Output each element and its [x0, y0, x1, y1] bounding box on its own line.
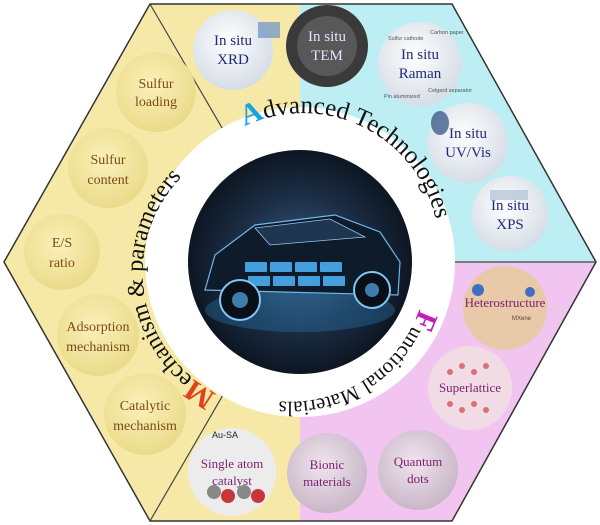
hexagon-outline [3, 3, 597, 522]
tech-label-line1: In situ [401, 47, 439, 63]
tech-in-situ-uvvis: In situ UV/Vis [428, 103, 508, 183]
tech-label-line1: In situ [308, 29, 346, 45]
param-label-line1: E/S [52, 236, 72, 251]
technology-bubbles: In situ XRD In situ TEM Carbon paper Sul… [193, 5, 548, 252]
celgard-label: Celgard separator [428, 88, 472, 94]
tech-label-line2: TEM [311, 48, 343, 64]
param-adsorption-mechanism: Adsorption mechanism [57, 294, 139, 376]
material-quantum-dots: Quantum dots [378, 430, 458, 510]
carbon-paper-label: Carbon paper [430, 30, 464, 36]
param-label-line1: Adsorption [67, 320, 130, 335]
material-superlattice: Superlattice [428, 346, 512, 430]
param-label-line2: loading [135, 95, 177, 110]
material-label-line1: Single atom [201, 456, 263, 471]
material-label-line1: Quantum [394, 454, 442, 469]
mxene-label: MXene [512, 316, 532, 322]
tech-label-line2: UV/Vis [445, 145, 491, 161]
param-label-line2: mechanism [66, 340, 130, 355]
param-sulfur-content: Sulfur content [68, 128, 148, 208]
tech-in-situ-tem: In situ TEM [286, 5, 368, 87]
sulfur-cathode-label: Sulfur cathode [388, 36, 423, 42]
tech-label-line1: In situ [491, 198, 529, 214]
material-label-line2: catalyst [212, 473, 252, 488]
material-label-line1: Bionic [310, 457, 345, 472]
material-label: Heterostructure [465, 295, 546, 310]
tech-label-line1: In situ [214, 33, 252, 49]
tech-label-line1: In situ [449, 126, 487, 142]
parameter-bubbles: Sulfur loading Sulfur content E/S ratio … [24, 52, 196, 455]
param-catalytic-mechanism: Catalytic mechanism [104, 373, 186, 455]
param-label-line2: ratio [49, 256, 75, 271]
param-label-line1: Sulfur [139, 77, 174, 92]
tech-label-line2: Raman [399, 66, 442, 82]
tech-in-situ-xrd: In situ XRD [193, 10, 280, 90]
material-label-line2: dots [407, 471, 429, 486]
param-label-line1: Catalytic [120, 399, 171, 414]
tech-label-line2: XPS [496, 217, 524, 233]
material-single-atom-catalyst: Au-SA Single atom catalyst [188, 428, 276, 516]
au-sa-label: Au-SA [212, 430, 238, 440]
param-es-ratio: E/S ratio [24, 214, 100, 290]
tech-in-situ-xps: In situ XPS [472, 176, 548, 252]
tech-label-line2: XRD [217, 52, 249, 68]
param-label-line2: mechanism [113, 419, 177, 434]
param-label-line1: Sulfur [91, 153, 126, 168]
material-heterostructure: Heterostructure MXene [463, 266, 547, 350]
material-label-line2: materials [303, 474, 351, 489]
material-bubbles: Heterostructure MXene Superlattice Au-SA… [188, 266, 547, 516]
electric-car-image [188, 150, 412, 374]
param-sulfur-loading: Sulfur loading [116, 52, 196, 132]
material-label: Superlattice [439, 380, 501, 395]
material-bionic-materials: Bionic materials [287, 433, 367, 513]
tech-in-situ-raman: Carbon paper Sulfur cathode Pin aluminiz… [378, 22, 472, 106]
pin-aluminized-label: Pin aluminized [384, 94, 420, 100]
param-label-line2: content [87, 173, 128, 188]
